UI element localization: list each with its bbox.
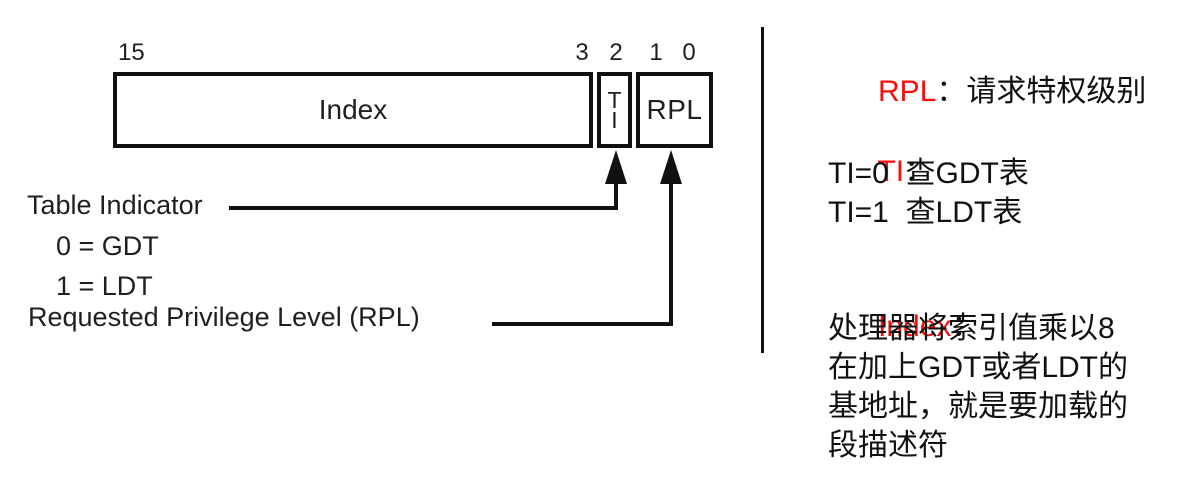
vertical-divider (761, 27, 764, 353)
legend-index-line-4: 段描述符 (828, 429, 948, 462)
bit-label-3: 3 (575, 39, 589, 66)
ti-field-label-bottom: I (611, 107, 618, 133)
legend-ti1-line: TI=1 查LDT表 (828, 196, 1023, 229)
ti-arrow-stem (614, 182, 618, 210)
selector-bit-box: Index T I RPL (113, 72, 713, 148)
bit-label-15: 15 (118, 39, 145, 66)
rpl-arrowhead-icon (660, 150, 682, 184)
legend-index-line-3: 基地址，就是要加载的 (828, 390, 1128, 423)
bit-label-0: 0 (682, 39, 696, 66)
table-indicator-label: Table Indicator (27, 190, 203, 220)
ti-value-gdt-label: 0 = GDT (56, 231, 159, 261)
ti-arrowhead-icon (605, 150, 627, 184)
legend-ti-term: TI (877, 154, 905, 188)
ti-callout-line (229, 206, 618, 210)
rpl-arrow-stem (669, 182, 673, 326)
legend-ti-heading: TI： (828, 120, 934, 224)
rpl-callout-line (492, 322, 673, 326)
index-field-cell: Index (113, 72, 593, 148)
rpl-field-cell: RPL (636, 72, 713, 148)
legend-index-term: Index (878, 309, 952, 343)
legend-rpl-desc: 请求特权级别 (966, 74, 1147, 108)
legend-index-heading: Index： (828, 275, 981, 379)
legend-rpl-line: RPL：请求特权级别 (828, 40, 1146, 144)
rpl-callout-label: Requested Privilege Level (RPL) (28, 302, 420, 332)
ti-field-cell: T I (597, 72, 632, 148)
rpl-field-label: RPL (646, 94, 703, 125)
ti-field-label-top: T (607, 86, 622, 113)
bit-label-2: 2 (609, 39, 623, 66)
bit-label-1: 1 (649, 39, 663, 66)
legend-rpl-term: RPL (878, 74, 937, 108)
legend-index-line-2: 在加上GDT或者LDT的 (828, 351, 1128, 384)
legend-ti0-line: TI=0 查GDT表 (828, 157, 1029, 190)
legend-index-colon: ： (951, 309, 982, 343)
legend-index-line-1: 处理器将索引值乘以8 (828, 312, 1115, 345)
legend-rpl-colon: ： (936, 74, 967, 108)
legend-ti-colon: ： (904, 154, 935, 188)
index-field-label: Index (318, 94, 388, 125)
ti-value-ldt-label: 1 = LDT (56, 271, 153, 301)
